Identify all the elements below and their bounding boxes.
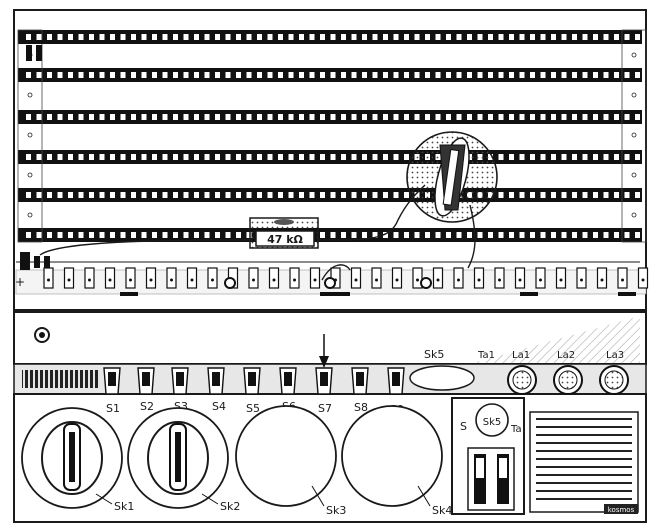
control-ta-label: Ta	[510, 424, 522, 435]
dial-sk3[interactable]	[235, 405, 337, 507]
terminal[interactable]	[350, 267, 362, 289]
rail-side-panel	[17, 29, 43, 243]
terminal[interactable]	[309, 267, 321, 289]
terminal[interactable]	[432, 267, 444, 289]
slide-switch-5[interactable]	[243, 367, 261, 395]
switch-label-s1: S1	[106, 402, 120, 415]
resistor-label: 47 kΩ	[267, 233, 303, 246]
terminal[interactable]	[637, 267, 649, 289]
slide-switch-2[interactable]	[137, 367, 155, 395]
rotary-component	[406, 131, 498, 223]
terminal[interactable]	[576, 267, 587, 289]
dial-sk2[interactable]	[127, 407, 229, 509]
contact-rail	[18, 110, 642, 124]
terminal[interactable]	[186, 267, 198, 289]
wires	[39, 184, 476, 281]
sk5-label: Sk5	[424, 348, 444, 361]
switch-label-s2: S2	[140, 400, 154, 413]
terminal[interactable]	[555, 267, 567, 289]
slide-switch-7[interactable]	[315, 367, 333, 395]
terminal[interactable]	[63, 267, 75, 289]
switch-label-s5: S5	[246, 402, 260, 415]
terminal[interactable]	[473, 267, 485, 289]
dial-label-sk1: Sk1	[114, 500, 134, 513]
left-connector-block	[26, 40, 44, 61]
connection-screws	[120, 277, 636, 296]
terminal[interactable]	[145, 267, 157, 289]
contact-rail	[18, 150, 642, 164]
slide-switch-9[interactable]	[387, 367, 405, 395]
contact-rail	[18, 30, 642, 44]
control-s-label: S	[460, 420, 467, 433]
switch-label-s8: S8	[354, 401, 368, 414]
slide-switches	[103, 367, 405, 395]
switch-label-s7: S7	[318, 402, 332, 415]
control-sk5-label: Sk5	[483, 417, 502, 428]
contact-rail	[18, 228, 642, 242]
slide-switch-8[interactable]	[351, 367, 369, 395]
rail-side-panel	[621, 29, 647, 243]
terminal[interactable]	[43, 267, 54, 289]
terminal[interactable]	[289, 267, 300, 289]
ta1-label: Ta1	[477, 350, 495, 361]
terminal[interactable]	[412, 267, 423, 289]
terminal[interactable]	[268, 267, 280, 289]
terminal[interactable]	[617, 267, 628, 289]
terminal[interactable]	[104, 267, 116, 289]
terminal[interactable]	[453, 267, 464, 289]
terminal[interactable]	[535, 267, 546, 289]
lamp-sockets	[507, 365, 629, 395]
terminal[interactable]	[391, 267, 403, 289]
terminal[interactable]	[125, 267, 136, 289]
contact-rail	[18, 188, 642, 202]
contact-rails	[17, 29, 647, 243]
slide-switch-3[interactable]	[171, 367, 189, 395]
terminal[interactable]	[207, 267, 218, 289]
speaker-grille	[529, 411, 639, 514]
dial-sk4[interactable]	[341, 405, 443, 507]
terminal[interactable]	[371, 267, 382, 289]
contact-rail	[18, 68, 642, 82]
terminal[interactable]	[596, 267, 608, 289]
la2-label: La2	[557, 350, 575, 361]
dial-label-sk2: Sk2	[220, 500, 240, 513]
terminal[interactable]	[514, 267, 526, 289]
terminal[interactable]	[84, 267, 95, 289]
dial-sk1[interactable]	[21, 407, 123, 509]
dial-label-sk3: Sk3	[326, 504, 346, 517]
slide-switch-1[interactable]	[103, 367, 121, 395]
plus-sign: +	[15, 275, 25, 289]
slide-switch-4[interactable]	[207, 367, 225, 395]
terminal[interactable]	[494, 267, 505, 289]
brand-logo: kosmos	[608, 506, 635, 514]
switch-label-s4: S4	[212, 400, 226, 413]
slide-switch-6[interactable]	[279, 367, 297, 395]
la1-label: La1	[512, 350, 530, 361]
terminal[interactable]	[248, 267, 259, 289]
la3-label: La3	[606, 350, 624, 361]
sk5-window	[409, 365, 475, 391]
indicator-arrow	[319, 334, 329, 368]
terminal[interactable]	[166, 267, 177, 289]
resistor-47k: 47 kΩ	[249, 217, 319, 249]
control-box	[451, 397, 525, 515]
dial-label-sk4: Sk4	[432, 504, 452, 517]
